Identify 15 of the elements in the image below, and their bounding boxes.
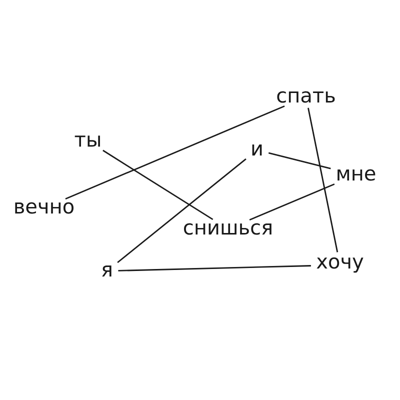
connector-line: [308, 108, 338, 252]
word: мне: [338, 169, 376, 181]
word: и: [252, 144, 262, 156]
connector-line: [117, 158, 246, 264]
connector-line: [102, 150, 214, 220]
word: спать: [277, 91, 335, 103]
connector-line: [268, 152, 331, 170]
word: вечно: [15, 202, 74, 214]
word: я: [102, 266, 112, 276]
connector-line: [118, 265, 311, 272]
word: хочу: [316, 257, 364, 273]
connector-line: [65, 105, 285, 200]
connector-line: [249, 183, 335, 221]
word: ты: [74, 135, 100, 147]
word: снишься: [184, 223, 272, 235]
